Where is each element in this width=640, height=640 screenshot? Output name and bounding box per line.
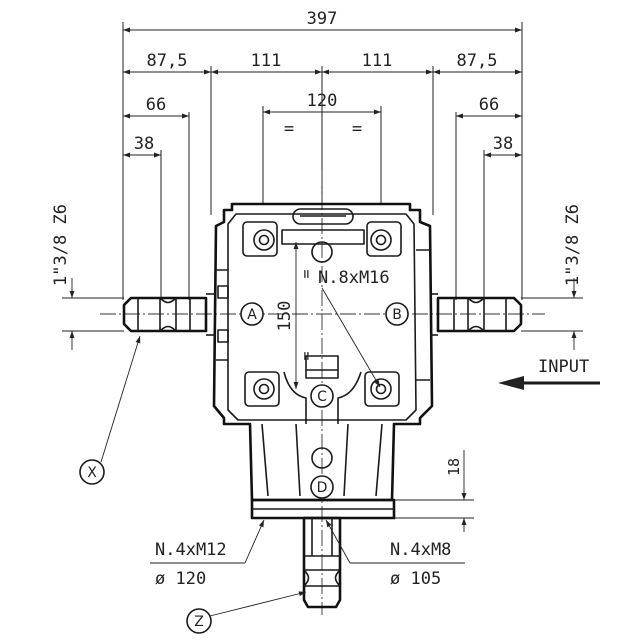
svg-text:B: B	[392, 307, 402, 323]
dim-87-5-right-label: 87,5	[457, 51, 498, 71]
dim-111-left-label: 111	[251, 51, 282, 71]
flange-right-dia-label: ø 105	[390, 569, 441, 589]
bolt-boss-bottom-right	[364, 371, 400, 407]
equal-mark-lower: =	[297, 351, 315, 360]
callout-shaft-z: Z	[186, 591, 307, 634]
input-label: INPUT	[538, 357, 589, 377]
dim-38-left-label: 38	[134, 134, 154, 154]
callout-input: INPUT	[498, 357, 600, 390]
bolt-boss-top-left	[242, 221, 278, 257]
dim-150-label: 150	[275, 301, 295, 332]
dim-66-left-label: 66	[146, 95, 166, 115]
flange-left-dia-label: ø 120	[155, 569, 206, 589]
horizontal-dimensions: 397 87,5 111 111 87,5 120 = = 66 66 38 3…	[122, 9, 523, 300]
dim-397-label: 397	[307, 9, 338, 29]
flange-right-thread-label: N.4xM8	[390, 540, 451, 560]
svg-text:A: A	[247, 307, 257, 323]
dim-120-label: 120	[307, 91, 338, 111]
shaft-spec-dimensions: 1"3/8 Z6 1"3/8 Z6	[51, 204, 583, 350]
svg-text:C: C	[317, 389, 327, 405]
position-a-marker: A	[240, 302, 264, 326]
shaft-x-label: X	[87, 465, 97, 481]
callout-n8-m16: N.8xM16	[318, 268, 390, 388]
dim-38-right-label: 38	[493, 134, 513, 154]
position-c-marker: C	[310, 384, 334, 408]
shaft-z-label: Z	[194, 614, 204, 630]
bolt-boss-bottom-left	[244, 371, 280, 407]
flange-left-thread-label: N.4xM12	[155, 540, 227, 560]
right-input-shaft	[430, 293, 523, 336]
equal-mark-left: =	[284, 119, 294, 139]
position-markers: A B C D	[240, 302, 409, 499]
left-output-shaft	[122, 293, 216, 336]
dim-18-label: 18	[445, 458, 463, 476]
bottom-output-shaft	[302, 516, 342, 609]
position-b-marker: B	[385, 302, 409, 326]
bolt-boss-top-right	[366, 221, 402, 257]
callout-flange-left: N.4xM12 ø 120	[150, 519, 265, 589]
svg-text:D: D	[317, 480, 328, 496]
dim-111-right-label: 111	[362, 51, 393, 71]
dim-87-5-left-label: 87,5	[147, 51, 188, 71]
vertical-dimension-150: 150 = =	[275, 242, 315, 389]
callout-flange-right: N.4xM8 ø 105	[325, 519, 465, 589]
dim-66-right-label: 66	[479, 95, 499, 115]
gearbox-housing	[212, 202, 434, 520]
callout-shaft-x: X	[79, 335, 141, 485]
position-d-marker: D	[310, 475, 334, 499]
top-holes-label: N.8xM16	[318, 268, 390, 288]
shaft-spec-right-label: 1"3/8 Z6	[563, 204, 583, 286]
flange-dimension-18: 18	[395, 450, 474, 532]
shaft-spec-left-label: 1"3/8 Z6	[51, 204, 71, 286]
equal-mark-right: =	[352, 119, 362, 139]
equal-mark-upper: =	[297, 269, 315, 278]
